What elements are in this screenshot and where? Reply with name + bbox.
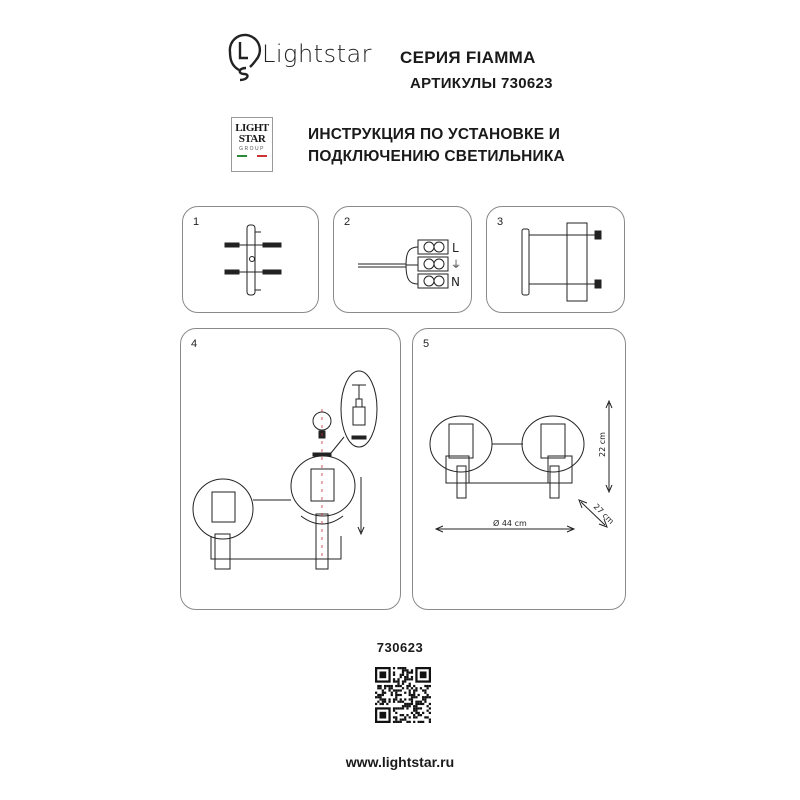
lightstar-bulb-logo-icon	[228, 33, 261, 82]
qr-code[interactable]	[375, 667, 431, 723]
step-number: 2	[344, 216, 351, 228]
instruction-title: ИНСТРУКЦИЯ ПО УСТАНОВКЕ И ПОДКЛЮЧЕНИЮ СВ…	[308, 124, 565, 168]
website-link[interactable]: www.lightstar.ru	[345, 754, 455, 770]
step-number: 5	[423, 338, 430, 350]
step-1-panel: 1	[182, 206, 319, 313]
lightstar-group-logo: LIGHT STAR GROUP	[231, 117, 273, 172]
instruction-title-line2: ПОДКЛЮЧЕНИЮ СВЕТИЛЬНИКА	[308, 148, 565, 165]
bulb-installation-diagram	[192, 370, 378, 570]
height-dimension: 22 cm	[598, 432, 607, 457]
wall-mount-drill-diagram	[224, 224, 282, 296]
step-number: 4	[191, 338, 198, 350]
bracket-fixing-diagram	[521, 222, 602, 302]
step-2-panel: 2 L ⏚ N	[333, 206, 472, 313]
instruction-title-line1: ИНСТРУКЦИЯ ПО УСТАНОВКЕ И	[308, 126, 561, 143]
step-number: 3	[497, 216, 504, 228]
series-title: СЕРИЯ FIAMMA	[400, 48, 536, 67]
italian-flag-stripe	[237, 155, 267, 157]
earth-label: ⏚	[451, 259, 461, 271]
brand-name: Lightstar	[262, 40, 373, 68]
article-numbers: АРТИКУЛЫ 730623	[410, 75, 553, 92]
dimensions-diagram: 22 cm 27 cm Ø 44 cm	[429, 399, 616, 533]
article-code: 730623	[376, 640, 424, 655]
step-4-panel: 4	[180, 328, 401, 610]
width-dimension: Ø 44 cm	[493, 518, 527, 528]
group-logo-line2: STAR	[238, 133, 266, 145]
step-number: 1	[193, 216, 200, 228]
live-label: L	[452, 241, 459, 255]
depth-dimension: 27 cm	[592, 502, 616, 526]
step-5-panel: 5 22 cm 27 cm Ø 44 cm	[412, 328, 626, 610]
neutral-label: N	[451, 275, 460, 289]
wiring-terminal-diagram: L ⏚ N	[358, 239, 461, 289]
group-logo-line1: LIGHT	[235, 122, 269, 134]
step-3-panel: 3	[486, 206, 625, 313]
group-logo-line3: GROUP	[239, 146, 265, 152]
